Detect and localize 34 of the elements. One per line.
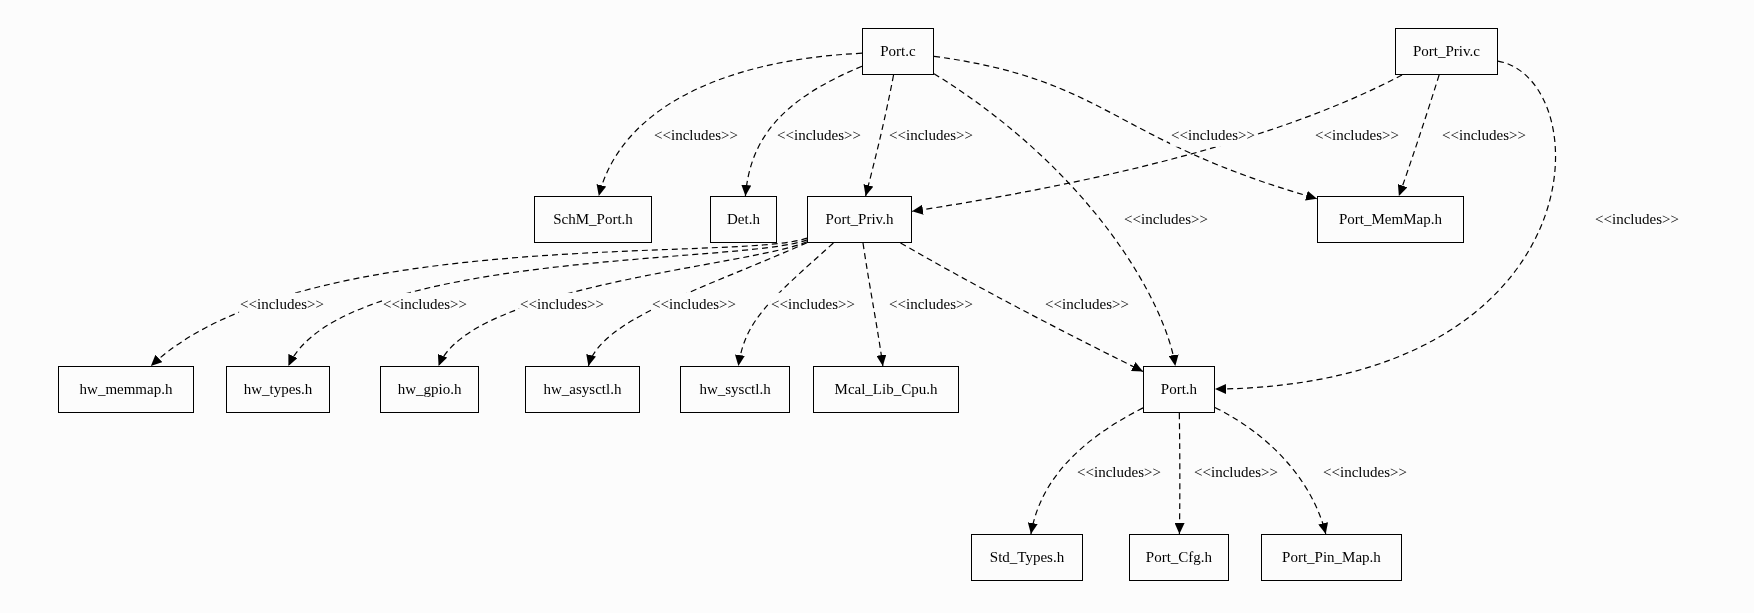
file-box: Port_Pin_Map.h: [1261, 534, 1402, 581]
file-box: Port_Cfg.h: [1129, 534, 1229, 581]
file-box: Std_Types.h: [971, 534, 1083, 581]
file-box: Port_Priv.c: [1395, 28, 1498, 75]
arrow: [287, 239, 808, 367]
file-box: Port_Priv.h: [807, 196, 912, 243]
arrow: [150, 237, 808, 367]
arrow: [899, 242, 1144, 373]
arrow: [741, 65, 863, 197]
arrow: [1214, 406, 1328, 535]
arrow: [911, 74, 1403, 215]
arrow: [597, 52, 863, 197]
file-box: Det.h: [710, 196, 777, 243]
arrow: [933, 73, 1178, 367]
file-box: SchM_Port.h: [534, 196, 652, 243]
arrow: [863, 74, 895, 197]
file-box: hw_sysctl.h: [680, 366, 790, 413]
arrow: [735, 242, 834, 367]
file-box: Port.h: [1143, 366, 1215, 413]
file-box: hw_asysctl.h: [525, 366, 640, 413]
file-box: Port_MemMap.h: [1317, 196, 1464, 243]
file-box: Port.c: [862, 28, 934, 75]
arrow: [862, 242, 887, 367]
file-box: Mcal_Lib_Cpu.h: [813, 366, 959, 413]
file-box: hw_gpio.h: [380, 366, 479, 413]
file-box: hw_types.h: [226, 366, 330, 413]
arrow: [587, 242, 808, 367]
arrow: [1028, 407, 1144, 535]
arrow: [1397, 74, 1440, 197]
arrow: [933, 55, 1318, 201]
arrow: [1174, 412, 1185, 535]
edge-label: <<includes>>: [239, 292, 325, 316]
file-box: hw_memmap.h: [58, 366, 194, 413]
arrow: [1214, 60, 1557, 394]
